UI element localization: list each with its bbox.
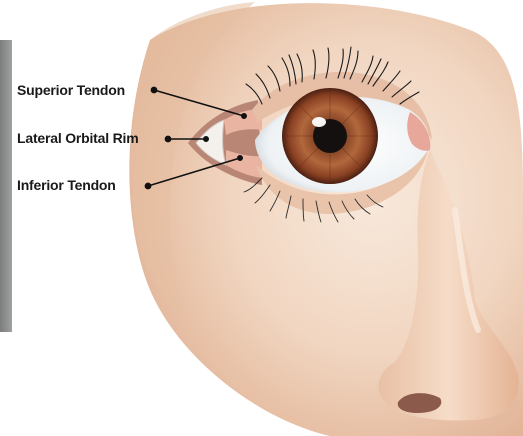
lateral-orbital-rim-label: Lateral Orbital Rim [17, 130, 138, 146]
lateral-orbital-rim-dot [165, 136, 170, 141]
left-background-strip [0, 40, 12, 332]
inferior-tendon-label: Inferior Tendon [17, 177, 116, 193]
eye-highlight [312, 117, 326, 127]
superior-tendon-label: Superior Tendon [17, 82, 125, 98]
inferior-tendon-dot [145, 183, 150, 188]
superior-tendon-dot [151, 87, 156, 92]
